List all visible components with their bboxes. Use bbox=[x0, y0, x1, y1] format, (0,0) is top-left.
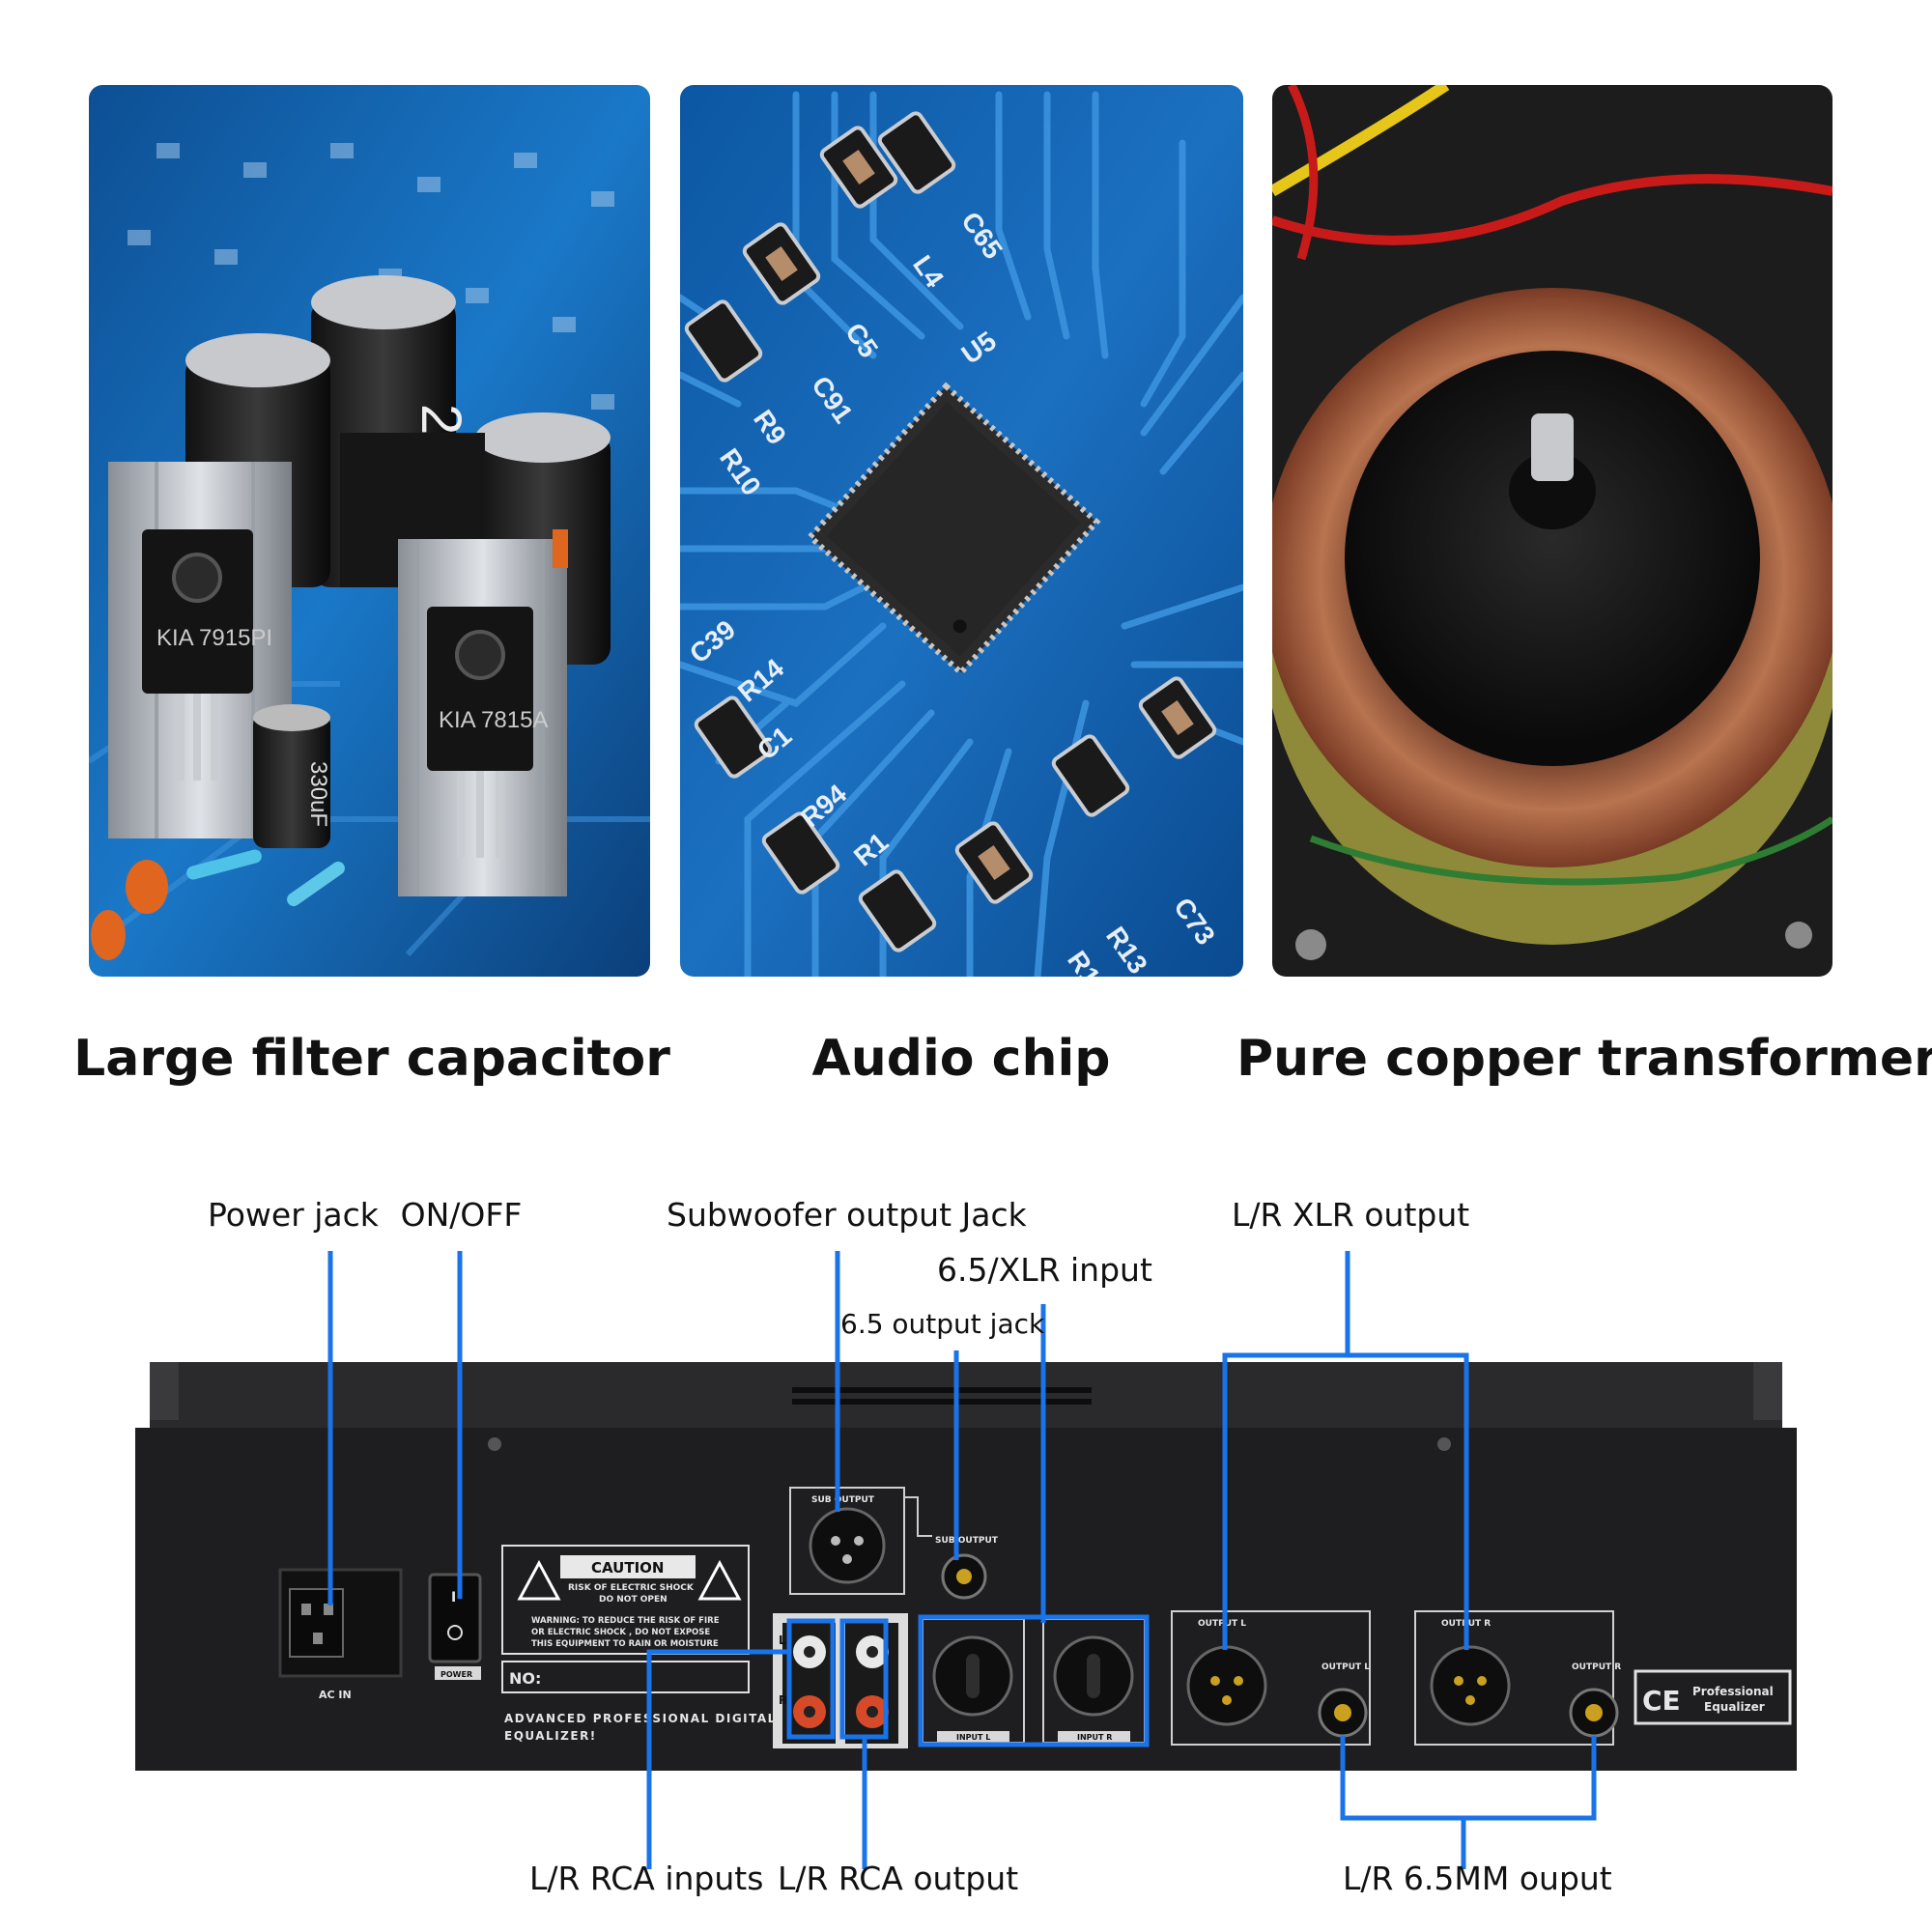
input-r-combo-jack[interactable] bbox=[1053, 1635, 1134, 1717]
small-capacitor-label: 330uF bbox=[305, 761, 331, 827]
regulator-label-2: KIA 7815A bbox=[439, 707, 548, 733]
rca-r-label: R bbox=[779, 1693, 787, 1707]
rca-output-r-jack[interactable] bbox=[856, 1695, 889, 1728]
svg-text:I: I bbox=[451, 1590, 456, 1605]
sub-output-xlr[interactable] bbox=[809, 1507, 886, 1584]
sub-output-panel bbox=[789, 1487, 905, 1595]
caption-audio-chip: Audio chip bbox=[811, 1030, 1111, 1088]
callout-lr-65mm-output: L/R 6.5MM ouput bbox=[1343, 1860, 1612, 1897]
callout-on-off: ON/OFF bbox=[400, 1196, 523, 1234]
callout-xlr-input: 6.5/XLR input bbox=[937, 1251, 1152, 1289]
output-r-xlr[interactable] bbox=[1430, 1645, 1511, 1726]
power-label: POWER bbox=[440, 1670, 472, 1679]
input-l-combo-jack[interactable] bbox=[932, 1635, 1013, 1717]
brand-line-2: Equalizer bbox=[1704, 1700, 1765, 1714]
caption-transformer: Pure copper transformer bbox=[1236, 1030, 1932, 1088]
caution-panel bbox=[501, 1545, 750, 1655]
regulator-label: KIA 7915PI bbox=[156, 625, 272, 651]
sub-jack-label: SUB OUTPUT bbox=[935, 1536, 999, 1546]
callout-lr-rca-output: L/R RCA output bbox=[778, 1860, 1019, 1897]
warning-line-1: WARNING: TO REDUCE THE RISK OF FIRE bbox=[531, 1616, 720, 1626]
rca-l-label: L bbox=[779, 1634, 786, 1647]
serial-label: NO: bbox=[509, 1669, 541, 1688]
power-switch[interactable] bbox=[428, 1573, 482, 1663]
serial-number-box bbox=[501, 1661, 750, 1693]
rca-input-r-jack[interactable] bbox=[793, 1695, 826, 1728]
vent-slots bbox=[792, 1387, 1092, 1405]
caption-capacitor: Large filter capacitor bbox=[73, 1030, 670, 1088]
ac-in-label: AC IN bbox=[319, 1689, 352, 1701]
output-r-jack-label: OUTPUT R bbox=[1572, 1662, 1621, 1672]
caution-line-1: RISK OF ELECTRIC SHOCK bbox=[568, 1583, 695, 1593]
callout-lr-rca-inputs: L/R RCA inputs bbox=[529, 1860, 764, 1897]
output-l-xlr[interactable] bbox=[1186, 1645, 1267, 1726]
input-r-label: INPUT R bbox=[1077, 1733, 1112, 1742]
model-line-2: EQUALIZER! bbox=[504, 1729, 597, 1743]
brand-line-1: Professional bbox=[1692, 1685, 1774, 1698]
chassis-top bbox=[150, 1362, 1782, 1430]
model-line-1: ADVANCED PROFESSIONAL DIGITAL bbox=[504, 1712, 777, 1725]
warning-line-2: OR ELECTRIC SHOCK , DO NOT EXPOSE bbox=[531, 1628, 710, 1637]
ce-badge bbox=[1634, 1669, 1792, 1725]
callout-lines bbox=[327, 1251, 1597, 1869]
ce-mark: CE bbox=[1642, 1685, 1681, 1717]
input-l-label: INPUT L bbox=[956, 1733, 990, 1742]
callout-lr-xlr-output: L/R XLR output bbox=[1232, 1196, 1470, 1234]
caution-line-2: DO NOT OPEN bbox=[599, 1595, 668, 1605]
output-r-jack[interactable] bbox=[1569, 1688, 1619, 1738]
capacitor-board-icon: 2200 35 KIA 7915PI KIA 7815A 330uF bbox=[89, 85, 650, 977]
sub-output-label: SUB OUTPUT bbox=[811, 1495, 875, 1505]
callout-power-jack: Power jack bbox=[208, 1196, 379, 1234]
output-l-jack-label: OUTPUT L bbox=[1321, 1662, 1370, 1672]
toroidal-transformer-icon bbox=[1272, 85, 1833, 977]
warning-line-3: THIS EQUIPMENT TO RAIN OR MOISTURE bbox=[531, 1639, 719, 1649]
capacitor-photo: 2200 35 KIA 7915PI KIA 7815A 330uF bbox=[89, 85, 650, 977]
output-l-jack[interactable] bbox=[1318, 1688, 1368, 1738]
output-l-xlr-label: OUTPUT L bbox=[1198, 1619, 1246, 1629]
caution-title: CAUTION bbox=[591, 1559, 664, 1577]
sub-output-jack[interactable] bbox=[941, 1553, 987, 1600]
rca-output-l-jack[interactable] bbox=[856, 1635, 889, 1668]
callout-65-output-jack: 6.5 output jack bbox=[840, 1308, 1045, 1340]
callout-subwoofer-output: Subwoofer output Jack bbox=[667, 1196, 1027, 1234]
transformer-photo bbox=[1272, 85, 1833, 977]
rca-input-l-jack[interactable] bbox=[793, 1635, 826, 1668]
